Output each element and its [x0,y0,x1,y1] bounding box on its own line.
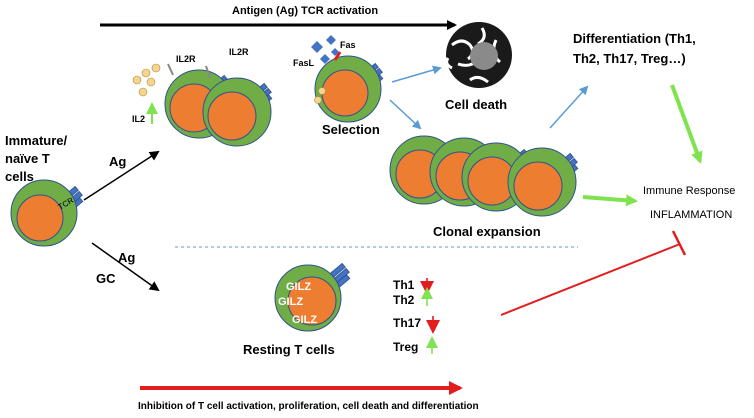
th2-label: Th2 [393,293,415,307]
ag-gc-arrow [91,242,160,292]
selection-cell [311,35,384,123]
inhibition-bar [671,230,687,256]
bottom-arrow-label: Inhibition of T cell activation, prolife… [138,401,479,412]
naive-t-cell [10,179,84,247]
selection-label: Selection [322,122,380,137]
treg-label: Treg [393,340,418,354]
resting-t-cell [274,262,351,332]
differentiation-line1: Differentiation (Th1, [573,31,696,46]
th1-label: Th1 [393,278,415,292]
clonal-expansion-cells [389,135,579,217]
top-arrow-label: Antigen (Ag) TCR activation [232,5,378,17]
resting-label: Resting T cells [243,342,335,357]
ag-upper-label: Ag [109,154,126,169]
fas-label: Fas [340,40,356,50]
th17-label: Th17 [393,316,421,330]
ag-lower-label: Ag [118,250,135,265]
to-cell-death-arrow [391,65,442,83]
fasl-label: FasL [293,58,315,68]
inhibition-line [500,243,681,316]
il2-cytokines [132,63,161,97]
naive-label-line1: Immature/ [5,133,68,148]
dying-cell [445,22,512,88]
clonal-to-response-arrow [582,194,638,207]
to-clonal-arrow [389,99,422,130]
gilz-label-3: GILZ [292,314,317,326]
to-differentiation-arrow [549,85,589,129]
il2r-left-label: IL2R [176,54,196,64]
ag-activation-arrow [83,150,160,201]
differentiation-line2: Th2, Th17, Treg…) [573,51,686,66]
il2r-right-label: IL2R [229,47,249,57]
naive-label-line2: naïve T [5,151,50,166]
cell-death-label: Cell death [445,97,507,112]
gc-label: GC [96,271,116,286]
gilz-label-2: GILZ [278,296,303,308]
gilz-label-1: GILZ [286,281,311,293]
differentiation-to-response-arrow [670,84,703,164]
inflammation-label: INFLAMMATION [650,209,732,221]
naive-label-line3: cells [5,169,34,184]
il2-label: IL2 [132,114,145,124]
clonal-expansion-label: Clonal expansion [433,224,541,239]
immune-response-label: Immune Response [643,185,735,197]
activated-t-cells [164,63,273,147]
